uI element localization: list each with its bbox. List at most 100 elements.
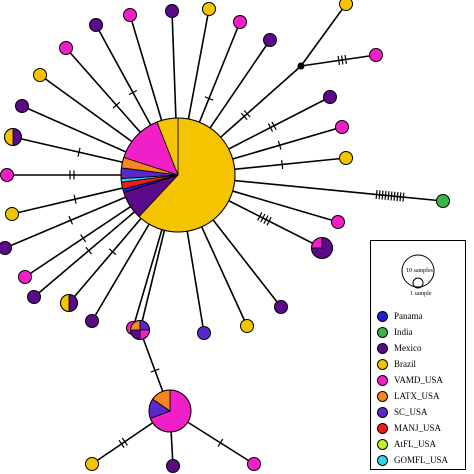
mutation-tick	[217, 438, 224, 447]
haplotype-node	[59, 41, 73, 55]
legend-item-brazil: Brazil	[377, 357, 416, 371]
mutation-tick	[277, 140, 282, 150]
mutation-tick	[271, 121, 277, 131]
legend-label: Brazil	[394, 359, 416, 369]
haplotype-node	[165, 4, 179, 18]
legend-swatch	[377, 342, 388, 354]
mutation-tick	[204, 96, 214, 101]
node-outline	[4, 128, 22, 146]
node-slice	[0, 241, 12, 255]
pie-node	[60, 294, 78, 312]
node-slice	[5, 207, 19, 221]
haplotype-node	[33, 68, 47, 82]
mutation-tick	[121, 437, 128, 446]
legend-item-mexico: Mexico	[377, 341, 422, 355]
pie-node	[311, 237, 333, 259]
haplotype-node	[89, 18, 103, 32]
haplotype-node	[197, 326, 211, 340]
main-haplotype-node	[120, 117, 236, 233]
haplotype-node	[123, 8, 137, 22]
node-slice	[60, 294, 70, 312]
mutation-tick	[337, 55, 341, 65]
haplotype-node	[233, 15, 247, 29]
legend-swatch	[377, 438, 388, 450]
mutation-ticks	[68, 54, 405, 448]
node-outline	[120, 117, 236, 233]
node-slice	[274, 300, 288, 314]
pie-node	[4, 128, 22, 146]
mutation-tick	[384, 190, 387, 200]
node-slice	[339, 0, 353, 11]
haplotype-node	[263, 33, 277, 47]
mutation-tick	[77, 147, 81, 157]
node-slice	[323, 90, 337, 104]
legend-item-atfl_usa: AtFL_USA	[377, 437, 436, 451]
mutation-tick	[402, 192, 405, 202]
haplotype-node	[369, 48, 383, 62]
mutation-tick	[390, 191, 393, 201]
legend-swatch	[377, 374, 388, 386]
legend-item-gomfl_usa: GOMFL_USA	[377, 453, 448, 467]
legend-item-panama: Panama	[377, 309, 423, 323]
mutation-tick	[396, 191, 399, 202]
haplotype-node	[335, 120, 349, 134]
legend-swatch	[377, 406, 388, 418]
legend-label: GOMFL_USA	[394, 455, 449, 465]
legend-label: LATX_USA	[394, 391, 440, 401]
legend-swatch	[377, 326, 388, 338]
haplotype-node	[331, 215, 345, 229]
node-slice	[166, 459, 180, 473]
mutation-tick	[80, 234, 87, 243]
haplotype-node	[5, 207, 19, 221]
node-outline	[311, 237, 333, 259]
median-vector-node	[297, 62, 305, 70]
legend-label: AtFL_USA	[394, 439, 437, 449]
node-slice	[369, 48, 383, 62]
legend-label: VAMD_USA	[394, 375, 443, 385]
legend-swatch	[377, 390, 388, 402]
mutation-tick	[68, 215, 74, 225]
haplotype-node	[247, 457, 261, 471]
node-slice	[202, 2, 216, 16]
node-slice	[68, 294, 78, 312]
haplotype-nodes	[0, 0, 450, 473]
node-outline	[60, 294, 78, 312]
size-key	[401, 254, 435, 289]
size-key-large-label: 10 samples	[406, 268, 433, 274]
legend-label: SC_USA	[394, 407, 428, 417]
mutation-tick	[267, 123, 274, 132]
legend-item-sc_usa: SC_USA	[377, 405, 428, 419]
node-slice	[59, 41, 73, 55]
haplotype-node	[166, 459, 180, 473]
size-key-large-circle	[401, 254, 435, 288]
node-outline	[130, 320, 150, 340]
node-slice	[0, 168, 14, 182]
mutation-tick	[399, 192, 402, 202]
mutation-tick	[263, 215, 269, 224]
haplotype-node	[436, 194, 450, 208]
haplotype-node	[18, 270, 32, 284]
node-slice	[339, 151, 353, 165]
size-key-small-circle	[412, 277, 424, 289]
legend-item-india: India	[377, 325, 413, 339]
mutation-tick	[112, 101, 121, 109]
legend-label: MANJ_USA	[394, 423, 442, 433]
mutation-tick	[243, 109, 251, 118]
mutation-tick	[150, 368, 160, 373]
haplotype-node	[323, 90, 337, 104]
mutation-tick	[118, 439, 125, 448]
node-slice	[18, 270, 32, 284]
mutation-tick	[85, 246, 93, 255]
mutation-tick	[378, 190, 381, 200]
legend-item-manj_usa: MANJ_USA	[377, 421, 441, 435]
haplotype-node	[27, 290, 41, 304]
node-slice	[331, 215, 345, 229]
legend-swatch	[377, 358, 388, 370]
node-slice	[240, 319, 254, 333]
haplotype-node	[15, 99, 29, 113]
node-slice	[12, 128, 22, 146]
node-slice	[27, 290, 41, 304]
mutation-tick	[281, 159, 284, 169]
legend-item-vamd_usa: VAMD_USA	[377, 373, 443, 387]
